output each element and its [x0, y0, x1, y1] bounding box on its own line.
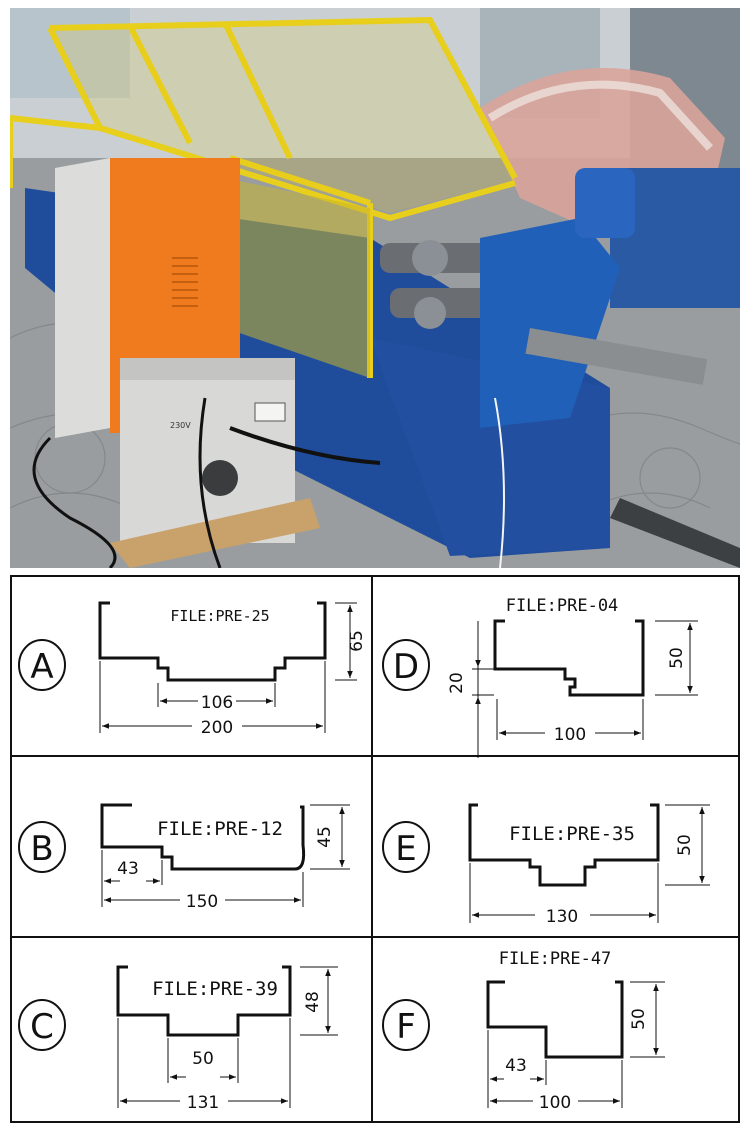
- dim-width-f: 100: [539, 1093, 571, 1113]
- profile-a: A FILE:PRE-25 65 106 200: [18, 601, 367, 738]
- dim-height-b: 45: [315, 826, 335, 848]
- sheet-grid: [10, 575, 740, 1123]
- letter-a: A: [30, 647, 53, 687]
- letter-c: C: [30, 1007, 54, 1047]
- file-label-f: FILE:PRE-47: [499, 949, 612, 969]
- file-label-e: FILE:PRE-35: [509, 823, 635, 845]
- profile-d: D FILE:PRE-04 50 20 100: [382, 596, 698, 758]
- dim-height-f: 50: [629, 1008, 649, 1030]
- profile-b: B FILE:PRE-12 45 43 150: [18, 803, 350, 912]
- file-label-a: FILE:PRE-25: [170, 607, 269, 625]
- panel-voltage-label: 230V: [170, 421, 191, 430]
- dim-inner-c: 50: [192, 1049, 214, 1069]
- letter-b: B: [30, 829, 53, 869]
- profile-e: E FILE:PRE-35 50 130: [382, 803, 710, 927]
- dim-inner-a: 106: [201, 693, 233, 713]
- machine-photo: 230V: [10, 8, 740, 568]
- file-label-d: FILE:PRE-04: [506, 596, 619, 616]
- circle-d: [382, 639, 430, 691]
- letter-e: E: [395, 829, 416, 869]
- profile-drawing-sheet: A FILE:PRE-25 65 106 200 D FILE:PRE-04 5…: [10, 575, 740, 1123]
- dim-height-c: 48: [303, 991, 323, 1013]
- circle-c: [18, 999, 66, 1051]
- dim-width-d: 100: [554, 725, 586, 745]
- file-label-c: FILE:PRE-39: [152, 978, 278, 1000]
- circle-a: [18, 639, 66, 691]
- dim-total-a: 200: [201, 718, 233, 738]
- profile-f: F FILE:PRE-47 50 43 100: [382, 949, 665, 1113]
- circle-f: [382, 999, 430, 1051]
- circle-e: [382, 821, 430, 873]
- dim-width-c: 131: [187, 1093, 219, 1113]
- dim-width-b: 150: [186, 892, 218, 912]
- file-label-b: FILE:PRE-12: [157, 818, 283, 840]
- dim-width-e: 130: [546, 907, 578, 927]
- letter-d: D: [393, 647, 419, 687]
- circle-b: [18, 821, 66, 873]
- dim-height-e: 50: [675, 834, 695, 856]
- dim-step-b: 43: [117, 859, 139, 879]
- dim-lip-d: 20: [447, 672, 467, 694]
- dim-height-d: 50: [667, 647, 687, 669]
- dim-height-a: 65: [347, 630, 367, 652]
- profile-c: C FILE:PRE-39 48 50 131: [18, 965, 338, 1113]
- letter-f: F: [396, 1007, 416, 1047]
- dim-step-f: 43: [505, 1056, 527, 1076]
